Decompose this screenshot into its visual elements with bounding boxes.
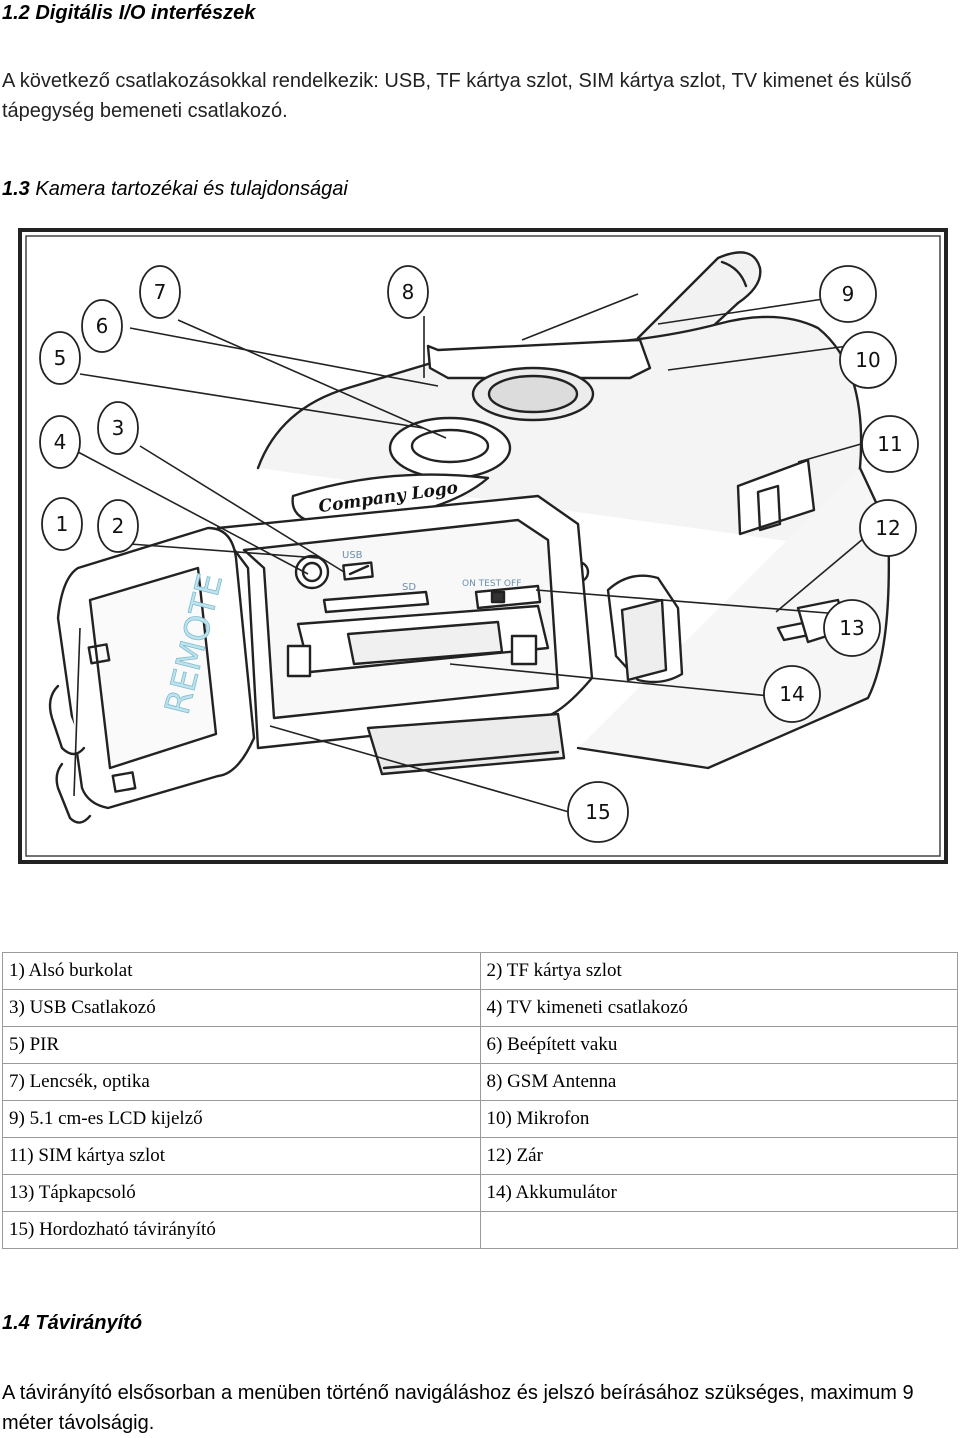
table-cell: 5) PIR bbox=[2, 1026, 481, 1064]
table-cell: 13) Tápkapcsoló bbox=[2, 1174, 481, 1212]
callout-circles bbox=[39, 265, 919, 843]
callout-1: 1 bbox=[56, 512, 69, 536]
table-cell: 12) Zár bbox=[479, 1137, 958, 1175]
table-row: 11) SIM kártya szlot 12) Zár bbox=[2, 1137, 958, 1175]
table-cell bbox=[479, 1211, 958, 1249]
callout-5: 5 bbox=[54, 346, 67, 370]
section-1-4-paragraph: A távirányító elsősorban a menüben törté… bbox=[2, 1382, 914, 1434]
table-cell: 2) TF kártya szlot bbox=[479, 952, 958, 990]
callout-13: 13 bbox=[839, 616, 864, 640]
callout-leader-lines bbox=[73, 293, 877, 815]
callout-15: 15 bbox=[585, 800, 610, 824]
table-cell: 6) Beépített vaku bbox=[479, 1026, 958, 1064]
section-1-2-paragraph: A következő csatlakozásokkal rendelkezik… bbox=[2, 70, 912, 122]
callout-numbers: 1 2 3 4 5 6 7 8 9 10 11 12 13 14 15 bbox=[54, 280, 903, 824]
table-cell: 3) USB Csatlakozó bbox=[2, 989, 481, 1027]
table-cell: 9) 5.1 cm-es LCD kijelző bbox=[2, 1100, 481, 1138]
sd-slot-label: SD bbox=[402, 582, 416, 593]
table-cell: 7) Lencsék, optika bbox=[2, 1063, 481, 1101]
table-row: 1) Alsó burkolat 2) TF kártya szlot bbox=[2, 952, 958, 990]
callout-2: 2 bbox=[112, 514, 125, 538]
table-row: 13) Tápkapcsoló 14) Akkumulátor bbox=[2, 1174, 958, 1212]
section-heading-1-2: 1.2 Digitális I/O interfészek bbox=[2, 2, 256, 24]
table-cell: 14) Akkumulátor bbox=[479, 1174, 958, 1212]
callout-3: 3 bbox=[112, 416, 125, 440]
section-heading-1-4: 1.4 Távirányító bbox=[2, 1312, 143, 1334]
callout-4: 4 bbox=[54, 430, 67, 454]
callout-7: 7 bbox=[154, 280, 167, 304]
callout-11: 11 bbox=[877, 432, 902, 456]
section-heading-1-3-text: Kamera tartozékai és tulajdonságai bbox=[35, 178, 348, 200]
camera-diagram: Company Logo USB SD ON TEST OFF bbox=[18, 228, 948, 864]
table-row: 9) 5.1 cm-es LCD kijelző 10) Mikrofon bbox=[2, 1100, 958, 1138]
callout-8: 8 bbox=[402, 280, 415, 304]
parts-table: 1) Alsó burkolat 2) TF kártya szlot 3) U… bbox=[2, 952, 958, 1249]
callout-14: 14 bbox=[779, 682, 804, 706]
camera-body-drawing: Company Logo USB SD ON TEST OFF bbox=[48, 251, 891, 824]
table-row: 7) Lencsék, optika 8) GSM Antenna bbox=[2, 1063, 958, 1101]
table-cell: 8) GSM Antenna bbox=[479, 1063, 958, 1101]
power-switch-label: ON TEST OFF bbox=[462, 579, 521, 589]
section-heading-1-3-number: 1.3 bbox=[2, 178, 30, 200]
table-cell: 15) Hordozható távirányító bbox=[2, 1211, 481, 1249]
callout-10: 10 bbox=[855, 348, 880, 372]
table-cell: 11) SIM kártya szlot bbox=[2, 1137, 481, 1175]
table-cell: 10) Mikrofon bbox=[479, 1100, 958, 1138]
table-cell: 1) Alsó burkolat bbox=[2, 952, 481, 990]
table-cell: 4) TV kimeneti csatlakozó bbox=[479, 989, 958, 1027]
table-row: 15) Hordozható távirányító bbox=[2, 1211, 958, 1249]
callout-12: 12 bbox=[875, 516, 900, 540]
table-row: 3) USB Csatlakozó 4) TV kimeneti csatlak… bbox=[2, 989, 958, 1027]
usb-port-label: USB bbox=[342, 550, 363, 561]
callout-9: 9 bbox=[842, 282, 855, 306]
callout-6: 6 bbox=[96, 314, 109, 338]
section-heading-1-3: 1.3 Kamera tartozékai és tulajdonságai bbox=[2, 178, 348, 201]
table-row: 5) PIR 6) Beépített vaku bbox=[2, 1026, 958, 1064]
